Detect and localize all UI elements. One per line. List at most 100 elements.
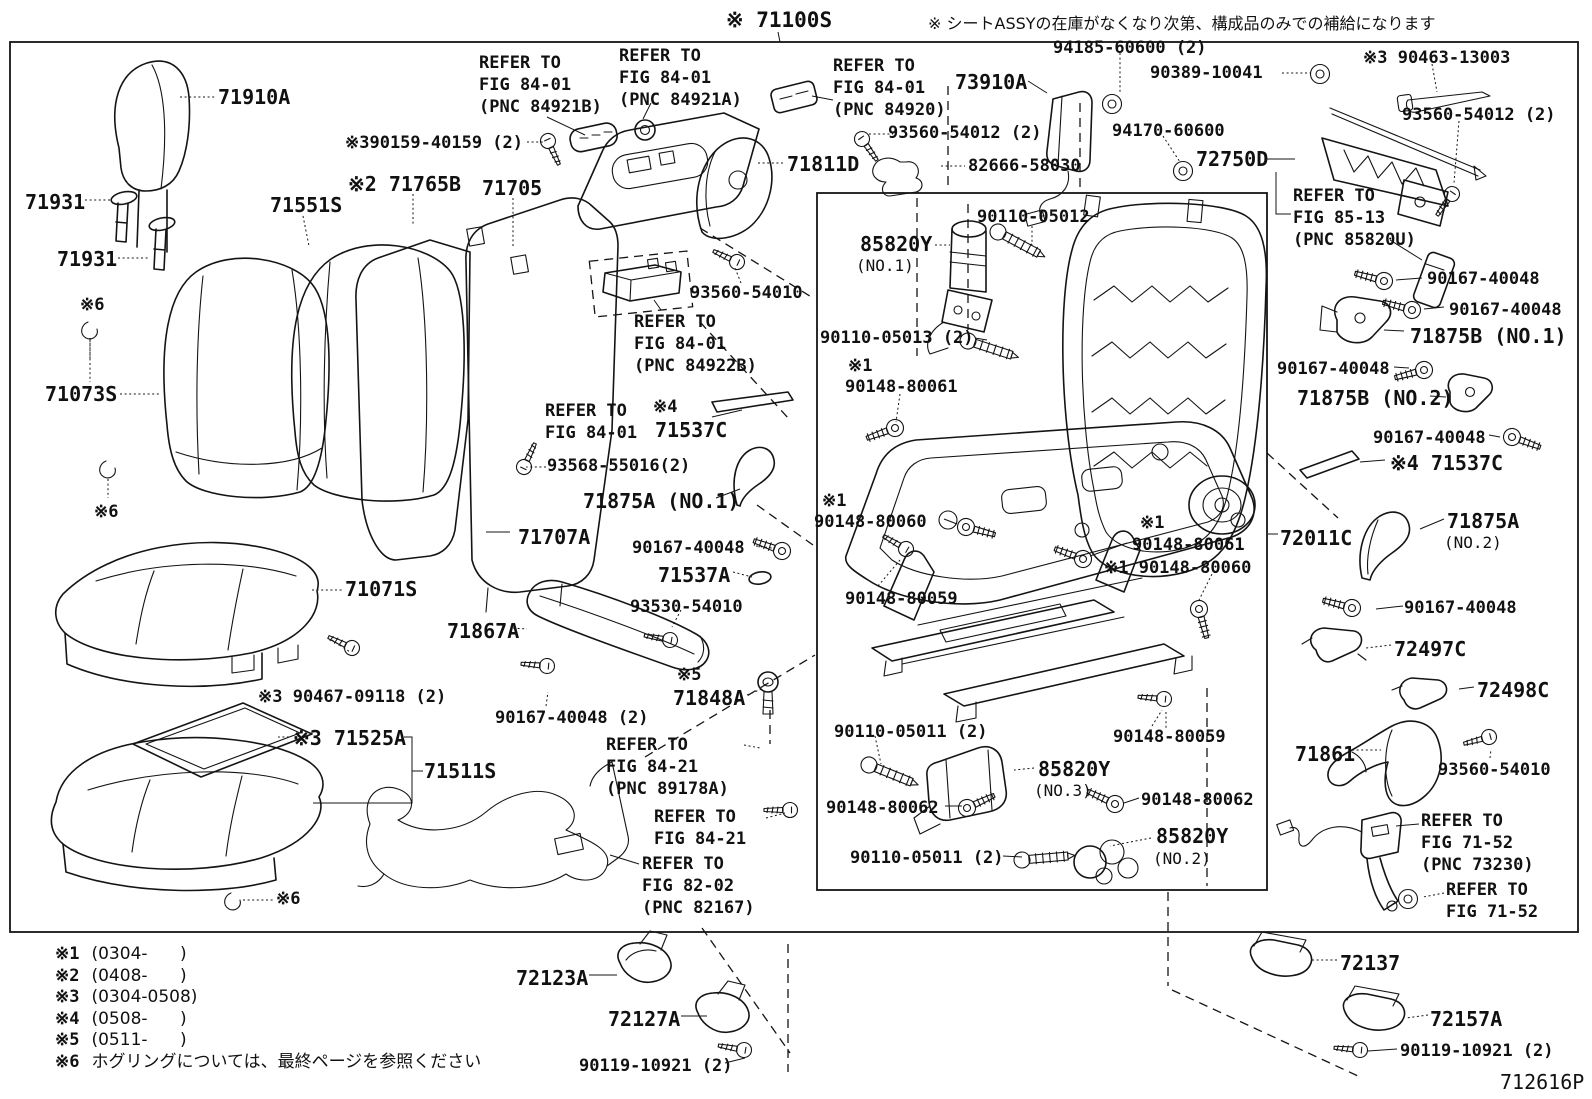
part-label: ※6	[94, 502, 119, 522]
part-label: 90389-10041	[1150, 63, 1263, 83]
part-label: 90148-80059	[845, 589, 958, 609]
part-label: REFER TO FIG 84-01 (PNC 84920)	[833, 56, 946, 120]
headrest-art	[110, 60, 191, 271]
part-label: REFER TO FIG 84-01 (PNC 84922B)	[634, 312, 757, 376]
relay-box-art	[588, 250, 694, 318]
part-label: 94170-60600	[1112, 121, 1225, 141]
part-label: REFER TO FIG 84-01 (PNC 84921B)	[479, 53, 602, 117]
footnote-line: ※4(0508- )	[55, 1008, 187, 1029]
part-label: 72127A	[608, 1007, 681, 1031]
part-label: 93560-54012 (2)	[1402, 105, 1556, 125]
part-label: ※2 71765B	[348, 172, 462, 196]
part-label: 72498C	[1477, 678, 1550, 702]
construction-lines	[644, 86, 1359, 1077]
part-label: 71910A	[218, 85, 291, 109]
part-label: ※1	[848, 356, 873, 376]
cushion-pad-art	[50, 702, 423, 892]
part-label: REFER TO FIG 85-13 (PNC 85820U)	[1293, 186, 1416, 250]
cushion-cover-art	[54, 541, 319, 688]
footnote-line: ※2(0408- )	[55, 965, 187, 986]
footnote-line: ※5(0511- )	[55, 1030, 187, 1050]
part-label: REFER TO FIG 84-01 (PNC 84921A)	[619, 46, 742, 110]
part-label: 71931	[57, 247, 118, 271]
part-label: 71931	[25, 190, 86, 214]
part-label: 90110-05011 (2)	[834, 722, 988, 742]
part-label: 93568-55016(2)	[547, 456, 691, 476]
part-label: ※6	[80, 295, 105, 315]
part-label: 72750D	[1196, 147, 1269, 171]
motor-no1-art	[927, 220, 993, 355]
part-label: REFER TO FIG 71-52	[1446, 880, 1539, 922]
part-label: 90110-05011 (2)	[850, 848, 1004, 868]
part-label: 90148-80061	[1132, 535, 1245, 555]
part-label: REFER TO FIG 84-01	[545, 401, 638, 443]
part-label: 90148-80062	[1141, 790, 1254, 810]
part-label: 72137	[1340, 951, 1401, 975]
seatback-frame-art	[1062, 194, 1268, 578]
part-label: 72011C	[1280, 526, 1353, 550]
part-label: 90167-40048	[1373, 428, 1486, 448]
part-label: 93530-54010	[630, 597, 743, 617]
part-label: ※1	[822, 491, 847, 511]
part-label: 94185-60600 (2)	[1053, 38, 1207, 58]
part-label: REFER TO FIG 84-21	[654, 807, 747, 849]
part-label: ※3 71525A	[293, 726, 407, 750]
diagram-border	[9, 41, 1579, 933]
part-label: 90167-40048	[1404, 598, 1517, 618]
sensor-art	[1024, 90, 1093, 227]
part-label: REFER TO FIG 82-02 (PNC 82167)	[642, 854, 755, 918]
part-label: 71551S	[270, 193, 343, 217]
part-label: (NO.2)	[1153, 849, 1211, 868]
leader-lines-solid	[486, 80, 1501, 1064]
part-label: 71861	[1295, 742, 1356, 766]
cushion-frame-art	[844, 420, 1256, 605]
track-caps-art	[617, 930, 1406, 1034]
leader-lines	[85, 53, 1492, 1019]
part-label: 71875B (NO.2)	[1297, 386, 1454, 410]
part-label: 71707A	[518, 525, 591, 549]
part-label: 82666-58030	[968, 156, 1081, 176]
part-label: 90148-80062	[826, 798, 939, 818]
figure-code: 712616P	[1500, 1070, 1585, 1094]
part-label: 71811D	[787, 152, 860, 176]
hog-ring-icons	[81, 321, 241, 911]
part-label: ※1 90148-80060	[1104, 558, 1252, 578]
part-label: ※3 90467-09118 (2)	[258, 687, 447, 707]
seat-frame-box	[816, 192, 1268, 891]
part-label: 90167-40048	[1277, 359, 1390, 379]
part-label: ※3 90463-13003	[1363, 48, 1511, 68]
part-label: 90167-40048	[632, 538, 745, 558]
part-label: REFER TO FIG 71-52 (PNC 73230)	[1421, 811, 1534, 875]
part-label: 85820Y	[1038, 757, 1111, 781]
part-label: 71875A (NO.1)	[583, 489, 740, 513]
part-label: 90167-40048	[1427, 269, 1540, 289]
footnote-line: ※3(0304-0508)	[55, 987, 198, 1007]
seat-track-art	[871, 530, 1193, 723]
wire-harness-art	[357, 761, 630, 889]
part-label: 85820Y	[860, 232, 933, 256]
part-label: 90148-80061	[845, 377, 958, 397]
part-label: REFER TO FIG 84-21 (PNC 89178A)	[606, 735, 729, 799]
motor-no2-art	[1073, 839, 1139, 885]
part-label: ※5	[677, 665, 702, 685]
recliner-covers-art	[711, 296, 1493, 710]
part-label: 72157A	[1430, 1007, 1503, 1031]
part-label: 71848A	[673, 686, 746, 710]
part-label: 93560-54010	[690, 283, 803, 303]
part-label: 73910A	[955, 70, 1028, 94]
armrest-art	[1327, 720, 1442, 807]
part-label: 71705	[482, 176, 543, 200]
belt-buckle-art	[1276, 811, 1402, 912]
part-label: (NO.2)	[1444, 533, 1502, 552]
part-label: 71073S	[45, 382, 118, 406]
side-shield-art	[577, 112, 773, 240]
footnote-line: ※1(0304- )	[55, 944, 187, 964]
part-label: ※4 71537C	[1390, 451, 1504, 475]
part-label: 71875B (NO.1)	[1410, 324, 1567, 348]
part-label: (NO.3)	[1034, 781, 1092, 800]
assembly-ref-header: ※ 71100S	[726, 8, 833, 32]
part-label: 93560-54012 (2)	[888, 123, 1042, 143]
part-label: ※4	[653, 397, 678, 417]
part-label: 71511S	[424, 759, 497, 783]
